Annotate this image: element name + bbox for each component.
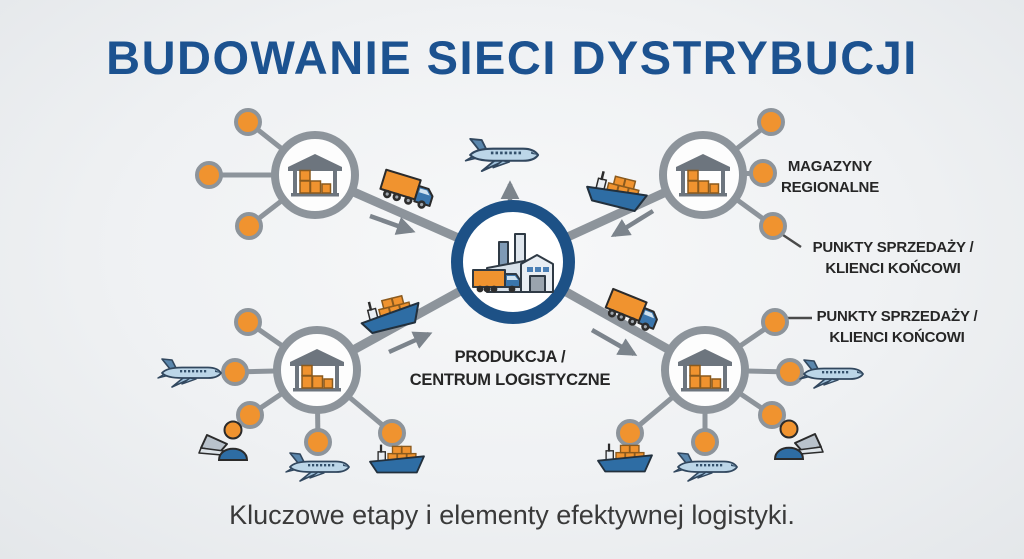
label-produkcja-centrum: PRODUKCJA / CENTRUM LOGISTYCZNE [409,347,611,389]
cargo-ship-icon [356,289,424,336]
cargo-ship-icon [369,443,425,474]
warehouse-node-bottom-left [273,326,361,414]
label-leader-lines [782,233,812,320]
plane-icon [464,137,540,173]
footer-caption: Kluczowe etapy i elementy efektywnej log… [229,500,795,530]
plane-icon [673,452,738,482]
cargo-ship-icon [597,442,653,473]
warehouse-node-bottom-right [661,326,749,414]
plane-icon [157,358,222,388]
warehouse-node-top-right [659,131,747,219]
hub-production-center [451,200,575,324]
plane-icon [799,359,864,389]
label-punkty-sprzedazy-2: PUNKTY SPRZEDAŻY / KLIENCI KOŃCOWI [816,308,978,346]
flow-arrows [369,180,655,356]
person-laptop-icon [198,420,248,461]
label-magazyny-regionalne: MAGAZYNY REGIONALNE [780,158,880,196]
plane-icon [285,452,350,482]
page-title: BUDOWANIE SIECI DYSTRYBUCJI [106,31,918,84]
person-laptop-icon [774,419,824,460]
endpoint-dots [195,108,804,456]
warehouse-node-top-left [271,131,359,219]
label-punkty-sprzedazy-1: PUNKTY SPRZEDAŻY / KLIENCI KOŃCOWI [812,239,974,277]
